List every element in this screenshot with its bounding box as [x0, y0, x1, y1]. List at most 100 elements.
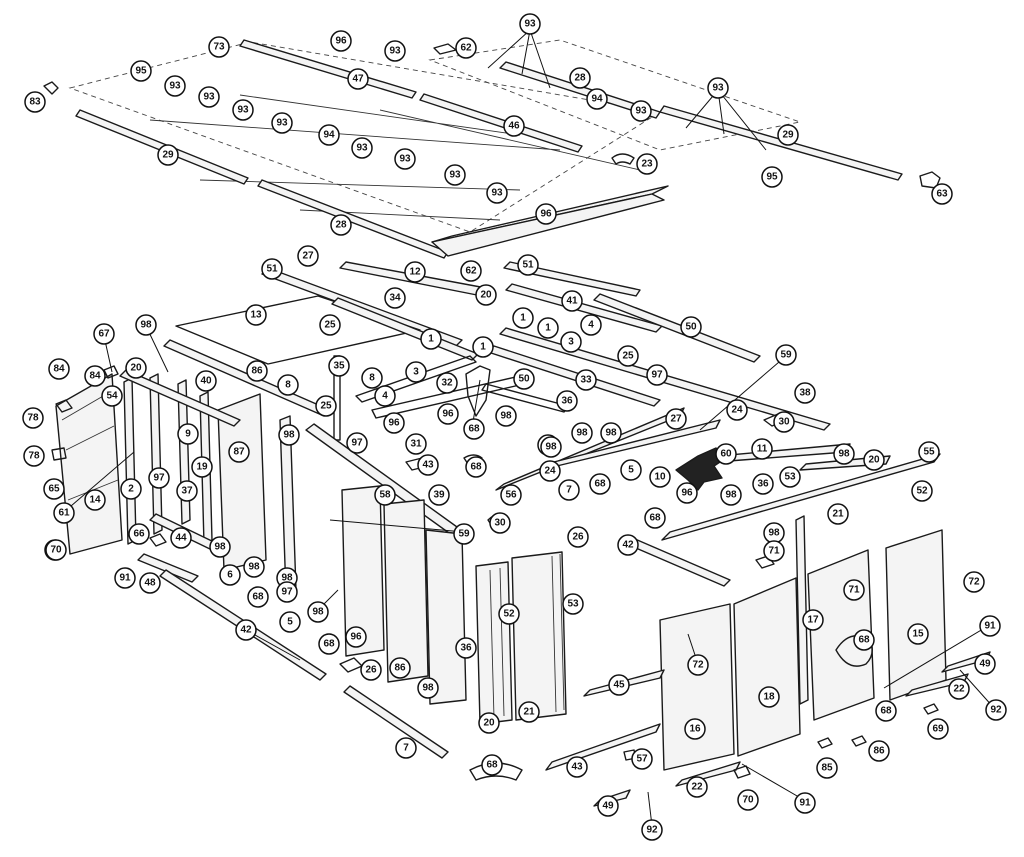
- callout-66: 66: [128, 523, 150, 545]
- callout-circle: [361, 367, 383, 389]
- callout-number: 78: [28, 451, 40, 462]
- callout-number: 96: [388, 418, 400, 429]
- callout-circle: [195, 370, 217, 392]
- callout-93: 93: [630, 100, 652, 122]
- callout-91: 91: [114, 567, 136, 589]
- callout-circle: [93, 323, 115, 345]
- callout-circle: [720, 484, 742, 506]
- callout-39: 39: [428, 484, 450, 506]
- rail-55: [661, 453, 941, 541]
- callout-71: 71: [843, 579, 865, 601]
- right-panels-assembly: [545, 515, 991, 807]
- callout-26: 26: [567, 526, 589, 548]
- callout-93: 93: [394, 148, 416, 170]
- callout-circle: [495, 405, 517, 427]
- callout-8: 8: [277, 374, 299, 396]
- callout-circle: [351, 137, 373, 159]
- callout-number: 20: [130, 363, 142, 374]
- callout-circle: [120, 478, 142, 500]
- callout-51: 51: [261, 258, 283, 280]
- callout-10: 10: [649, 466, 671, 488]
- callout-circle: [328, 355, 350, 377]
- callout-number: 68: [880, 706, 892, 717]
- callout-circle: [276, 581, 298, 603]
- callout-number: 48: [144, 578, 156, 589]
- callout-circle: [177, 423, 199, 445]
- callout-54: 54: [101, 385, 123, 407]
- callout-98: 98: [135, 314, 157, 336]
- callout-number: 61: [58, 508, 70, 519]
- callout-circle: [453, 523, 475, 545]
- callout-11: 11: [751, 438, 773, 460]
- callout-98: 98: [307, 601, 329, 623]
- callout-number: 93: [491, 188, 503, 199]
- callout-number: 68: [649, 513, 661, 524]
- callout-circle: [318, 633, 340, 655]
- callout-number: 19: [196, 462, 208, 473]
- callout-49: 49: [597, 795, 619, 817]
- callout-93: 93: [486, 182, 508, 204]
- callout-circle: [539, 460, 561, 482]
- callout-number: 87: [233, 447, 245, 458]
- callout-98: 98: [600, 422, 622, 444]
- callout-number: 59: [458, 529, 470, 540]
- callout-30: 30: [489, 512, 511, 534]
- callout-83: 83: [24, 91, 46, 113]
- callout-circle: [556, 390, 578, 412]
- callout-circle: [715, 443, 737, 465]
- callout-number: 7: [403, 743, 409, 754]
- callout-circle: [297, 245, 319, 267]
- callout-circle: [676, 482, 698, 504]
- callout-number: 98: [545, 442, 557, 453]
- callout-number: 1: [545, 323, 551, 334]
- rail-20-top-left: [119, 369, 241, 427]
- callout-circle: [566, 756, 588, 778]
- callout-number: 43: [571, 762, 583, 773]
- callout-1: 1: [420, 328, 442, 350]
- post-52-right: [795, 515, 809, 705]
- callout-63: 63: [931, 183, 953, 205]
- callout-number: 62: [460, 43, 472, 54]
- callout-circle: [775, 344, 797, 366]
- callout-85: 85: [816, 757, 838, 779]
- callout-44: 44: [170, 527, 192, 549]
- callout-number: 95: [766, 172, 778, 183]
- callout-21: 21: [518, 701, 540, 723]
- callout-number: 72: [692, 660, 704, 671]
- callout-92: 92: [985, 699, 1007, 721]
- callout-25: 25: [617, 345, 639, 367]
- callout-circle: [455, 37, 477, 59]
- callout-40: 40: [195, 370, 217, 392]
- callout-number: 93: [712, 83, 724, 94]
- callout-number: 97: [651, 370, 663, 381]
- callout-circle: [208, 36, 230, 58]
- callout-circle: [463, 418, 485, 440]
- callout-circle: [394, 148, 416, 170]
- callout-circle: [558, 479, 580, 501]
- callout-7: 7: [558, 479, 580, 501]
- callout-number: 72: [968, 577, 980, 588]
- callout-93: 93: [444, 164, 466, 186]
- callout-number: 68: [252, 592, 264, 603]
- callout-circle: [101, 385, 123, 407]
- callout-circle: [318, 124, 340, 146]
- post-52-channel: [489, 567, 505, 719]
- callout-number: 38: [799, 388, 811, 399]
- callout-number: 62: [465, 266, 477, 277]
- callout-circle: [863, 449, 885, 471]
- callout-36: 36: [455, 637, 477, 659]
- callout-number: 69: [932, 724, 944, 735]
- callout-circle: [907, 623, 929, 645]
- callout-number: 7: [566, 485, 572, 496]
- callout-number: 50: [518, 374, 530, 385]
- callout-number: 56: [505, 490, 517, 501]
- callout-circle: [979, 615, 1001, 637]
- callout-circle: [247, 586, 269, 608]
- callout-number: 98: [283, 430, 295, 441]
- callout-circle: [763, 540, 785, 562]
- callout-circle: [649, 466, 671, 488]
- callout-1: 1: [537, 317, 559, 339]
- callout-circle: [868, 740, 890, 762]
